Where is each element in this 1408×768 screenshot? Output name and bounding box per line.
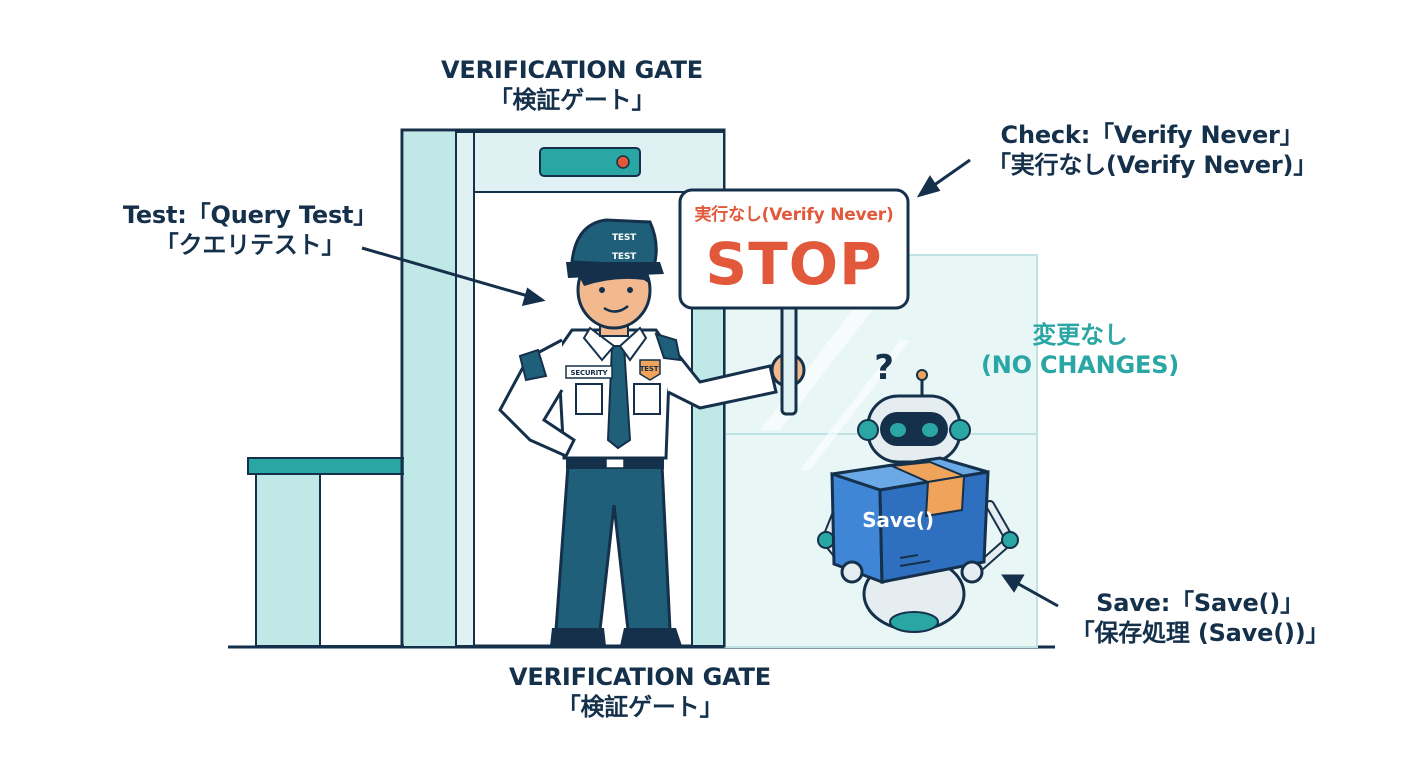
save-callout-line1: Save:「Save()」 (1096, 589, 1304, 617)
gate-top-line2: 「検証ゲート」 (488, 86, 656, 114)
check-callout-line1: Check:「Verify Never」 (1000, 121, 1304, 149)
save-callout-line2: 「保存処理 (Save())」 (1070, 619, 1330, 647)
box-label: Save() (862, 508, 934, 532)
test-callout-line1: Test:「Query Test」 (122, 201, 378, 229)
test-callout: Test:「Query Test」 「クエリテスト」 (120, 200, 380, 260)
gate-top-line1: VERIFICATION GATE (441, 56, 703, 84)
gate-bottom-line1: VERIFICATION GATE (509, 663, 771, 691)
sign-stop-text: STOP (705, 230, 883, 298)
no-changes-label: 変更なし (NO CHANGES) (960, 320, 1200, 380)
security-guard (498, 218, 806, 646)
stop-sign (678, 188, 910, 416)
shield-badge-text: TEST (639, 365, 659, 373)
gate-label-top: VERIFICATION GATE 「検証ゲート」 (372, 55, 772, 115)
pointer-arrows (361, 158, 1059, 608)
question-mark: ? (874, 348, 894, 388)
check-callout-line2: 「実行なし(Verify Never)」 (986, 151, 1318, 179)
gate-bottom-line2: 「検証ゲート」 (556, 693, 724, 721)
robot (817, 369, 1019, 633)
sign-subtitle: 実行なし(Verify Never) (694, 205, 894, 225)
test-callout-line2: 「クエリテスト」 (154, 231, 346, 259)
no-changes-line2: (NO CHANGES) (980, 351, 1180, 379)
check-callout: Check:「Verify Never」 「実行なし(Verify Never)… (962, 120, 1342, 180)
save-callout: Save:「Save()」 「保存処理 (Save())」 (1050, 588, 1350, 648)
security-badge-text: SECURITY (570, 369, 608, 377)
no-changes-line1: 変更なし (1032, 321, 1128, 349)
gate-label-bottom: VERIFICATION GATE 「検証ゲート」 (440, 662, 840, 722)
cap-text-2: TEST (611, 252, 637, 262)
cap-text-1: TEST (611, 233, 637, 243)
